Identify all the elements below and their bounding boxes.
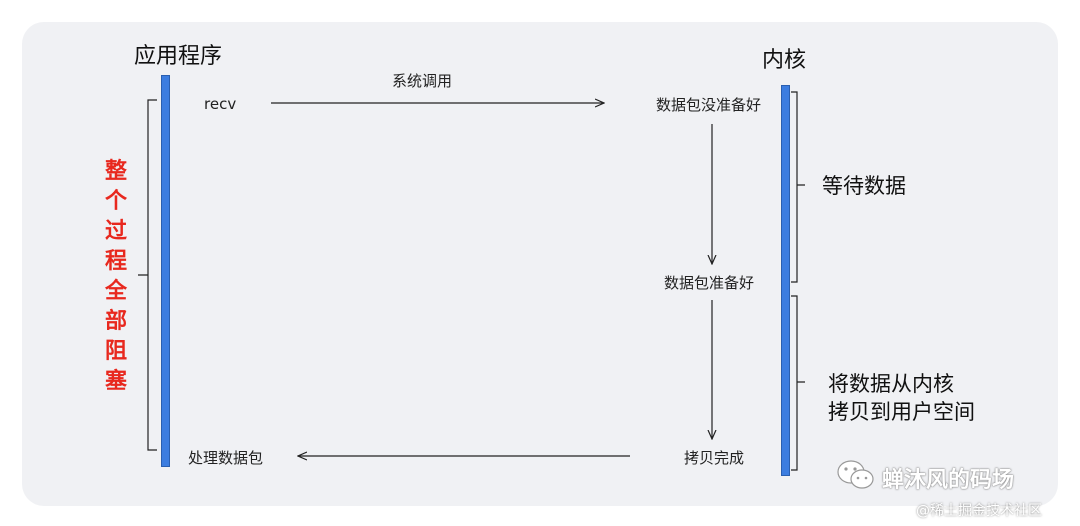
watermark-source: @稀土掘金技术社区 (916, 503, 1042, 519)
wait-phase-label: 等待数据 (822, 174, 906, 198)
syscall-label: 系统调用 (392, 72, 453, 90)
blocked-note: 整 个 过 程 全 部 阻 塞 (102, 157, 130, 397)
blocked-bracket (138, 99, 157, 451)
recv-label: recv (204, 95, 237, 113)
blocked-char: 个 (104, 189, 127, 214)
blocked-char: 全 (104, 279, 127, 304)
blocked-char: 塞 (104, 369, 127, 394)
app-title: 应用程序 (134, 44, 223, 69)
wait-bracket (791, 91, 805, 283)
copy-done-label: 拷贝完成 (684, 449, 745, 467)
wechat-icon (837, 460, 874, 489)
blocked-char: 阻 (104, 339, 127, 364)
not-ready-label: 数据包没准备好 (656, 96, 762, 114)
ready-label: 数据包准备好 (664, 274, 755, 292)
blocked-char: 部 (104, 309, 127, 334)
copy-bracket (791, 295, 805, 471)
blocked-char: 程 (104, 249, 127, 274)
kernel-timeline-bar (781, 85, 790, 476)
kernel-title: 内核 (762, 48, 807, 73)
watermark-account: 蝉沐风的码场 (882, 468, 1015, 493)
copy-phase-label-line2: 拷贝到用户空间 (828, 400, 975, 424)
copy-phase-label-line1: 将数据从内核 (828, 372, 954, 396)
blocked-char: 整 (104, 159, 127, 184)
blocked-char: 过 (104, 219, 127, 244)
process-label: 处理数据包 (188, 449, 264, 467)
app-timeline-bar (161, 75, 170, 467)
